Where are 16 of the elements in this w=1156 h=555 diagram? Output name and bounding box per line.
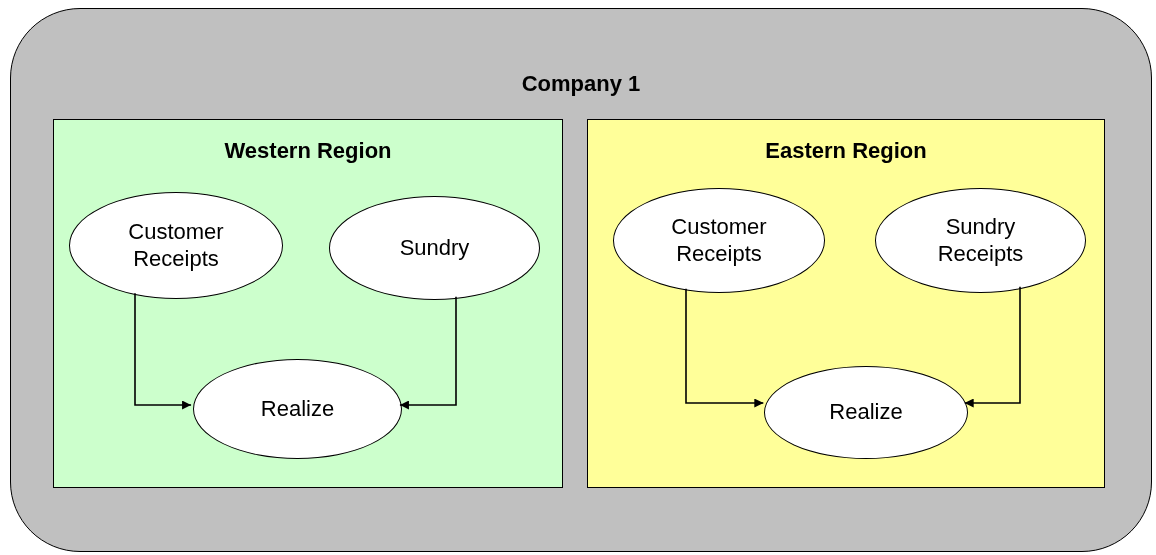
company-container <box>10 8 1152 552</box>
arrow <box>399 295 457 410</box>
region-title: Eastern Region <box>764 137 928 165</box>
container-title: Company 1 <box>520 70 642 98</box>
region-box <box>53 119 563 488</box>
arrow <box>685 287 765 408</box>
region-title: Western Region <box>223 137 393 165</box>
process-label: Customer Receipts <box>127 219 225 272</box>
process-label: Customer Receipts <box>670 214 768 267</box>
arrow <box>963 285 1021 408</box>
process-label: Realize <box>829 399 903 426</box>
arrow <box>134 292 192 410</box>
process-label: Realize <box>260 395 335 423</box>
process-label: Sundry Receipts <box>936 214 1025 267</box>
process-label: Sundry <box>399 234 470 262</box>
region-box <box>587 119 1105 488</box>
